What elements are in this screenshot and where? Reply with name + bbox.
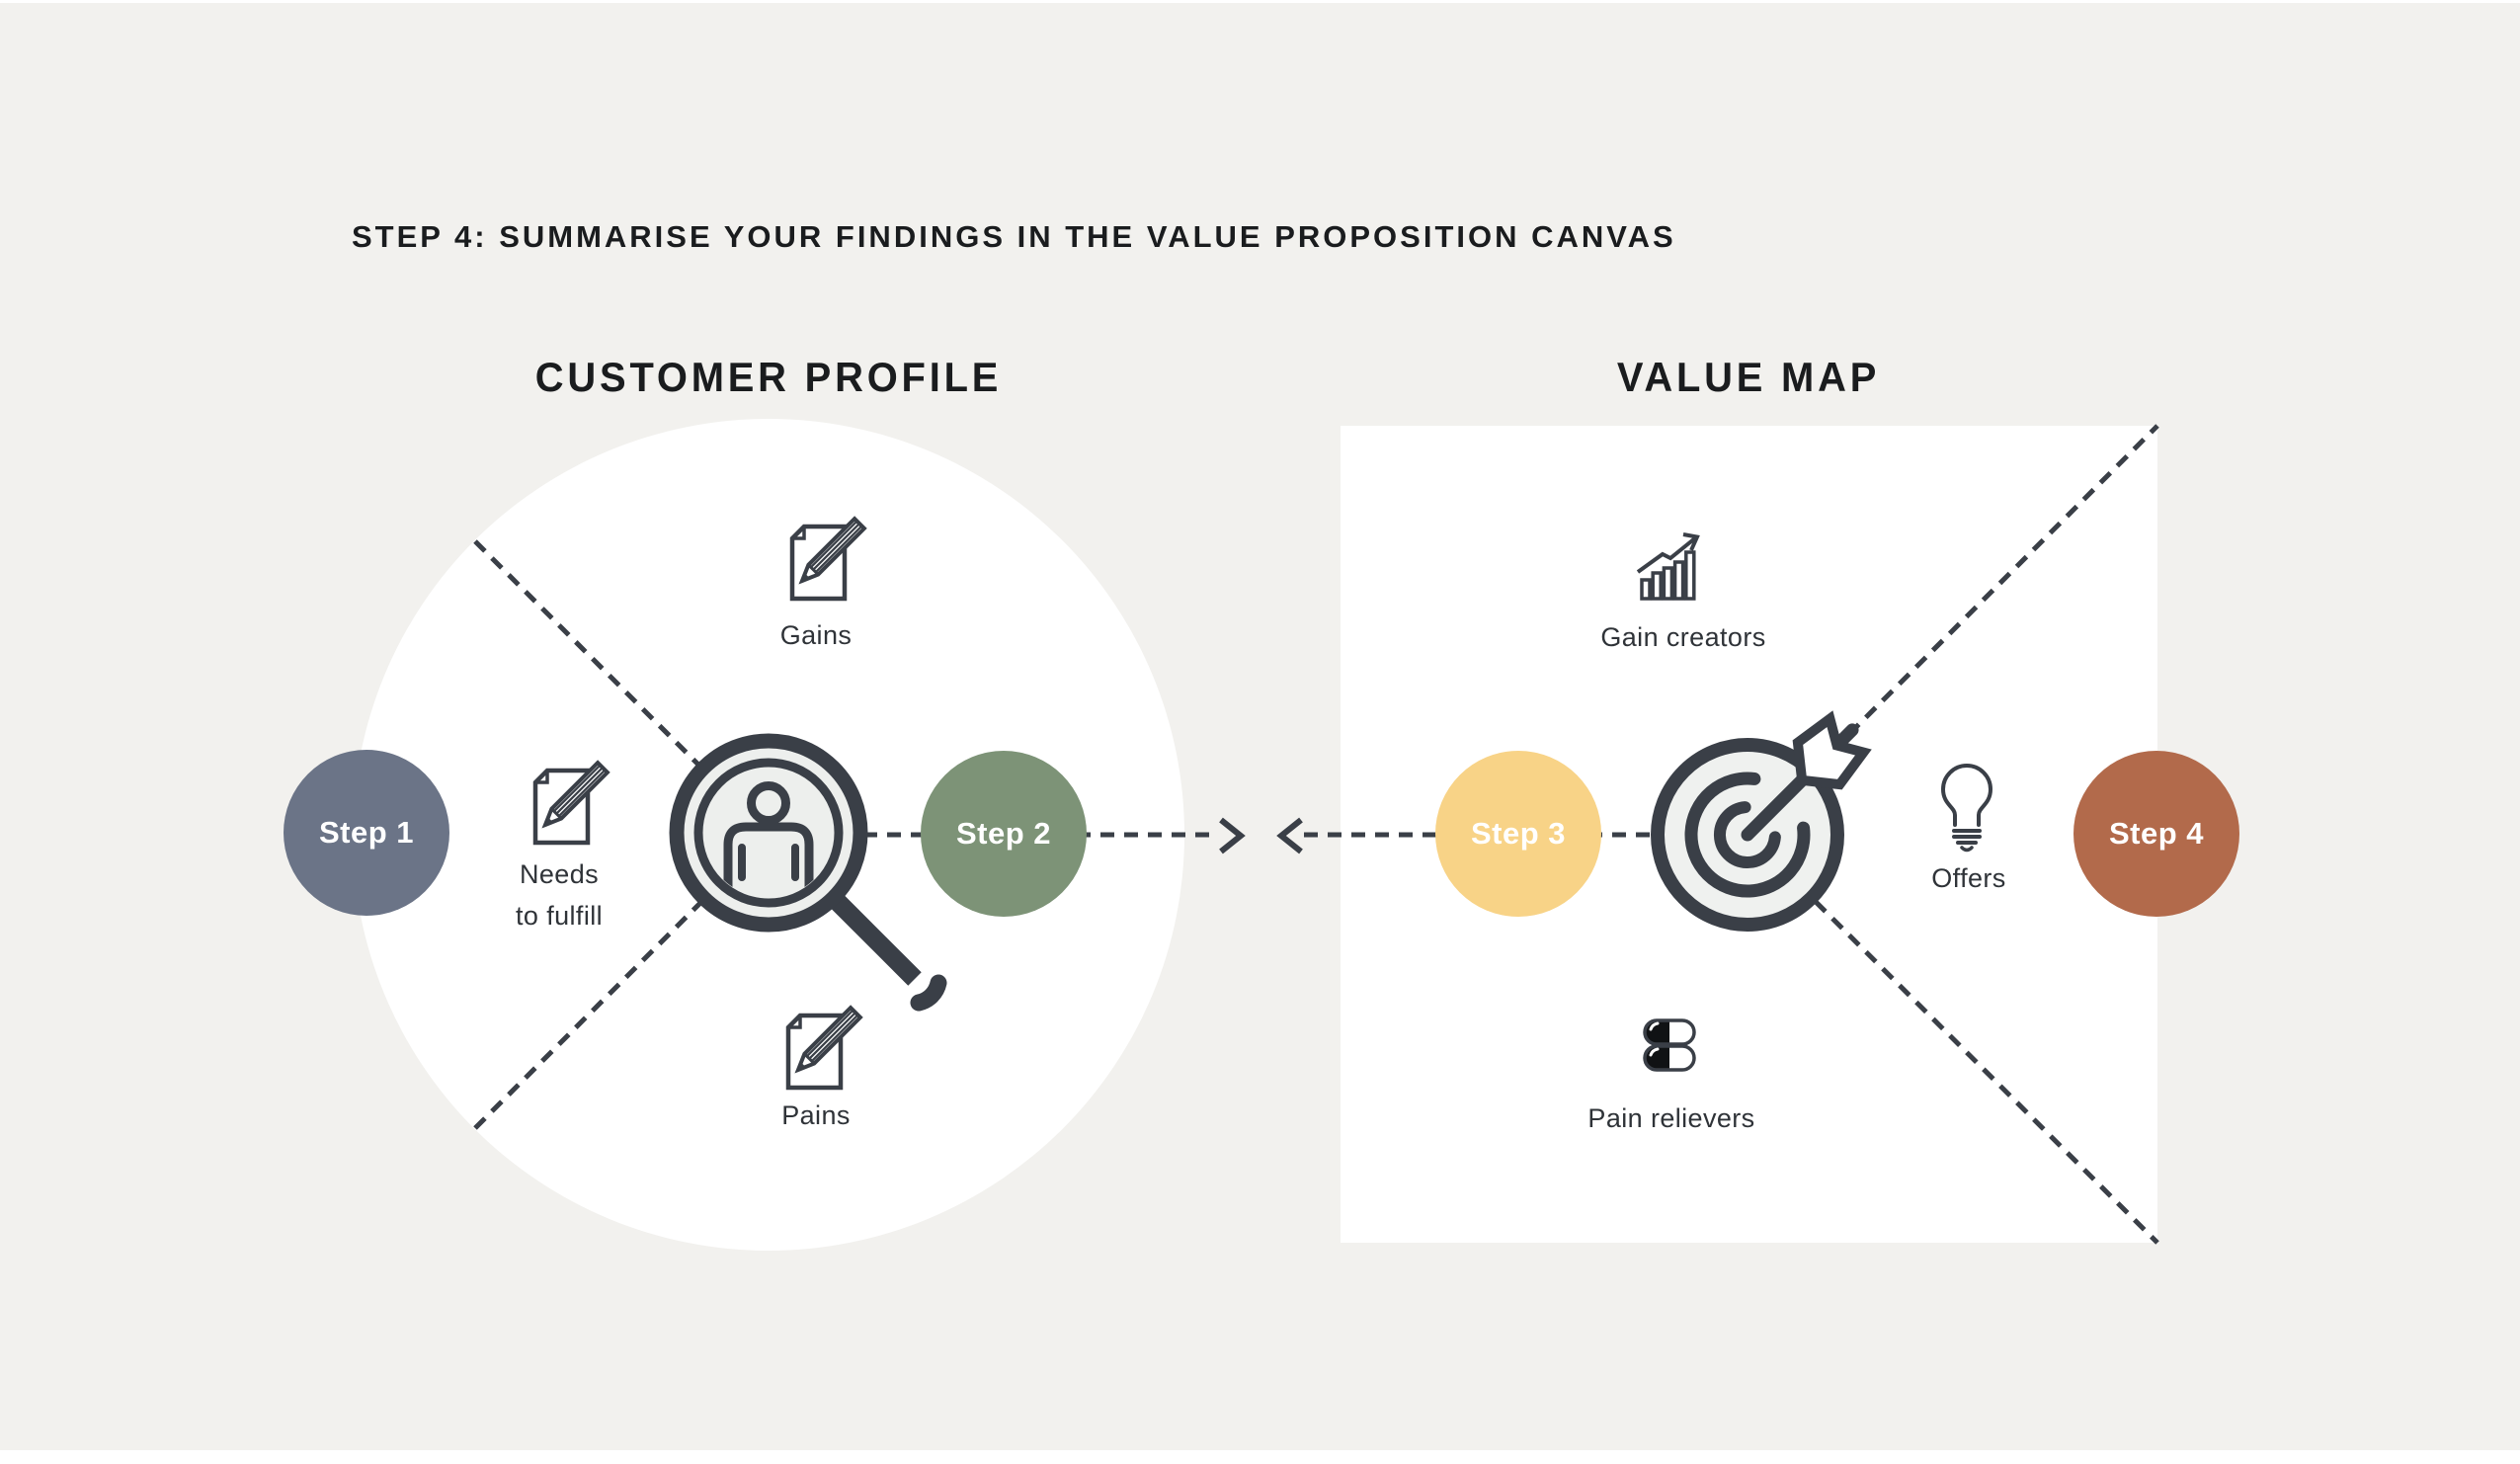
gains-label: Gains — [779, 620, 853, 650]
step-1-label: Step 1 — [318, 815, 415, 850]
bottom-white-strip — [0, 1450, 2520, 1464]
offers-label: Offers — [1931, 863, 2006, 893]
lightbulb-icon — [1940, 764, 1993, 853]
top-white-strip — [0, 0, 2520, 3]
needs-label-line1: Needs — [519, 859, 600, 889]
needs-label-line2: to fulfill — [515, 901, 604, 931]
needs-to-fulfill-label: Needs to fulfill — [516, 854, 603, 936]
step-3-label: Step 3 — [1470, 816, 1567, 851]
step-4-badge: Step 4 — [2073, 751, 2239, 917]
pain-relievers-label: Pain relievers — [1587, 1103, 1755, 1133]
step-2-badge: Step 2 — [921, 751, 1087, 917]
step-3-badge: Step 3 — [1435, 751, 1601, 917]
step-4-label: Step 4 — [2108, 816, 2205, 851]
target-arrow-icon — [1651, 710, 1872, 932]
value-map-heading: VALUE MAP — [1616, 354, 1881, 400]
page-title: STEP 4: SUMMARISE YOUR FINDINGS IN THE V… — [352, 219, 1676, 254]
customer-profile-heading: CUSTOMER PROFILE — [534, 354, 1003, 400]
step-2-label: Step 2 — [955, 816, 1052, 851]
gain-creators-label: Gain creators — [1600, 622, 1766, 652]
step-1-badge: Step 1 — [284, 750, 449, 916]
bar-chart-arrow-icon — [1636, 532, 1700, 601]
pills-icon — [1643, 1018, 1696, 1072]
right-arrow-icon — [1219, 817, 1246, 854]
pains-label: Pains — [781, 1100, 851, 1130]
magnifier-person-icon — [669, 733, 947, 1012]
left-arrow-icon — [1276, 817, 1303, 854]
